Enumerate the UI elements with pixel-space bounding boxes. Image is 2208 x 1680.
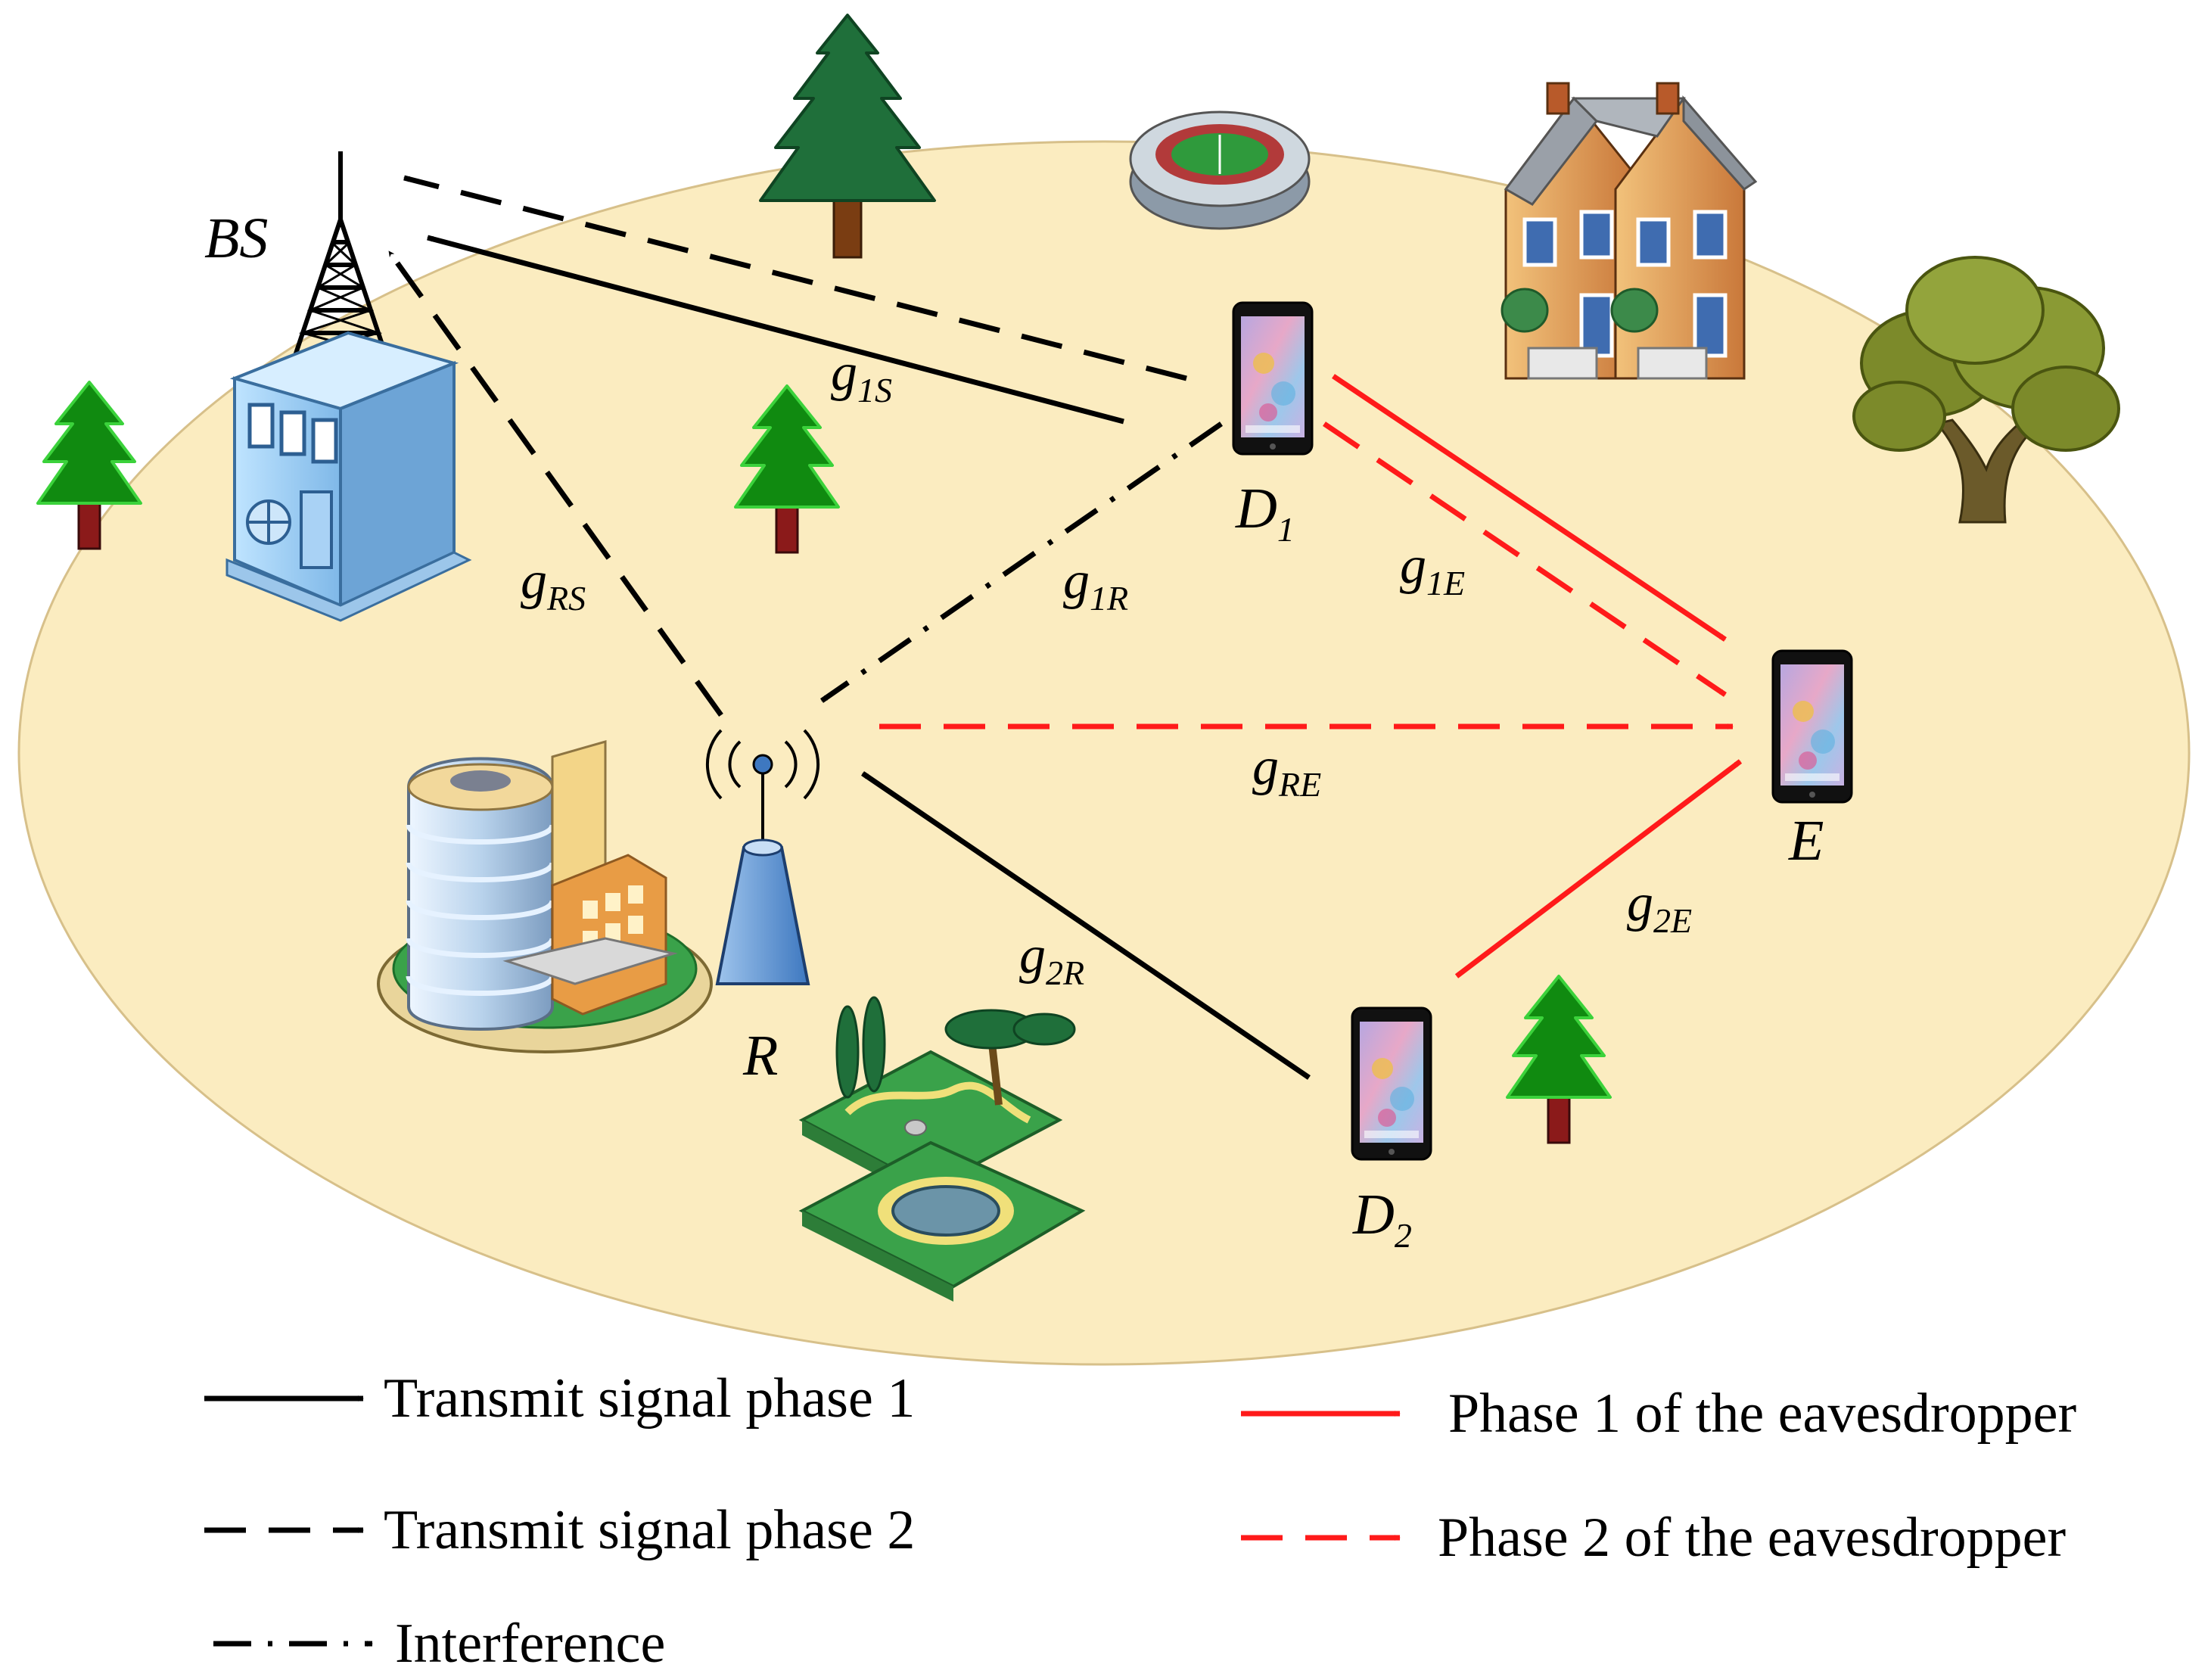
park-icon [798,996,1086,1302]
link-d2-e-phase1 [1454,759,1743,978]
link-d1-e-phase1 [1332,374,1727,642]
base-station-building-icon [225,331,472,622]
houses-icon [1501,82,1758,380]
link-d1-r-interference [820,422,1223,703]
relay-antenna-icon [705,729,820,985]
legend: Transmit signal phase 1 Transmit signal … [204,1367,2076,1675]
link-label-g1r: g1R [1063,552,1128,618]
node-label-d1: D1 [1235,477,1295,549]
tablet-icon [1351,1006,1432,1161]
link-label-g2r: g2R [1019,926,1084,992]
stadium-icon [1129,110,1311,230]
signal-links [387,175,1743,1080]
link-r-bs-phase2 [387,249,723,717]
legend-label-eaves-phase1: Phase 1 of the eavesdropper [1448,1383,2076,1445]
coverage-area [17,140,2191,1366]
tablet-icon [1232,301,1314,456]
link-label-g2e: g2E [1627,874,1692,940]
link-d1-bs-phase1 [427,235,1124,425]
legend-label-interference: Interference [395,1613,665,1675]
link-d2-r-phase1 [861,771,1311,1080]
pine-tree-icon [759,14,936,259]
node-label-e: E [1788,809,1824,873]
legend-label-transmit-phase1: Transmit signal phase 1 [384,1367,915,1430]
link-label-g1s: g1S [831,344,892,409]
tablet-icon [1771,649,1853,804]
office-building-icon [377,740,713,1053]
legend-label-eaves-phase2: Phase 2 of the eavesdropper [1438,1507,2066,1569]
node-label-d2: D2 [1352,1183,1412,1255]
link-label-g1e: g1E [1400,537,1465,602]
legend-label-transmit-phase2: Transmit signal phase 2 [384,1499,915,1561]
node-label-r: R [742,1024,778,1087]
link-d1-e-phase2 [1323,422,1727,697]
link-label-grs: gRS [521,552,586,618]
link-d1-bs-phase2 [403,175,1187,381]
tower-icon [285,151,396,379]
link-label-gre: gRE [1252,738,1321,804]
oak-tree-icon [1852,256,2120,524]
node-label-bs: BS [204,207,268,270]
